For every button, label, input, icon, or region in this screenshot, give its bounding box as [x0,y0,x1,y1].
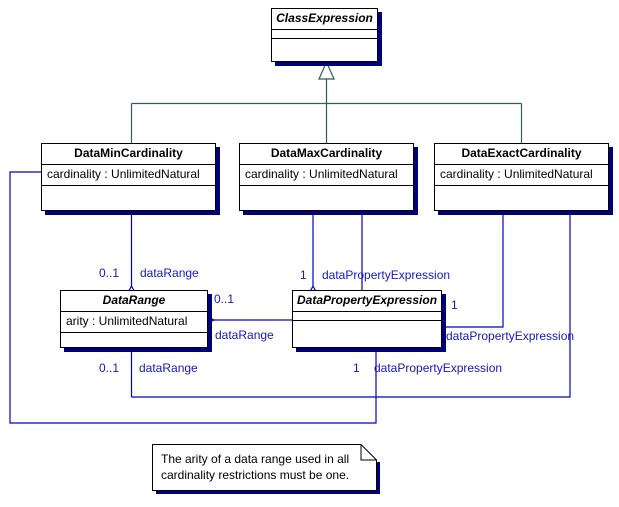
note-text-block: The arity of a data range used in all ca… [161,451,361,483]
class-box-data-exact-cardinality[interactable]: DataExactCardinality cardinality : Unlim… [434,143,609,211]
label-min-datarange-role: dataRange [140,266,199,280]
edge-min-datapropexpr [9,171,376,424]
edge-exact-datarange [376,211,571,398]
label-max-datapropexpr-role: dataPropertyExpression [322,268,451,282]
edge-exact-datapropexpr [444,211,504,327]
class-name-data-exact-cardinality: DataExactCardinality [435,144,608,165]
class-name-data-max-cardinality: DataMaxCardinality [240,144,413,165]
class-operations-class-expression [272,39,377,65]
class-attribute-cardinality-max: cardinality : UnlimitedNatural [240,165,413,186]
generalization-edges [130,60,523,143]
class-box-data-max-cardinality[interactable]: DataMaxCardinality cardinality : Unlimit… [239,143,414,211]
label-exact-datapropexpr-role: dataPropertyExpression [446,329,575,343]
label-max-datapropexpr-multiplicity: 1 [300,268,307,282]
label-min-datarange-multiplicity: 0..1 [99,266,120,280]
class-operations-data-max-cardinality [240,186,413,212]
class-attribute-cardinality-min: cardinality : UnlimitedNatural [42,165,215,186]
class-box-data-min-cardinality[interactable]: DataMinCardinality cardinality : Unlimit… [41,143,216,211]
class-box-class-expression[interactable]: ClassExpression [271,8,378,62]
label-exact-datarange-multiplicity: 0..1 [99,361,120,375]
class-box-data-range[interactable]: DataRange arity : UnlimitedNatural [60,290,208,348]
note-line-1: The arity of a data range used in all [161,452,350,466]
note-shape [152,444,380,494]
class-name-class-expression: ClassExpression [272,9,377,30]
label-exact-datapropexpr-multiplicity: 1 [451,298,458,312]
class-attribute-cardinality-exact: cardinality : UnlimitedNatural [435,165,608,186]
class-name-data-range: DataRange [61,291,207,312]
class-name-data-property-expression: DataPropertyExpression [293,291,441,312]
class-operations-data-property-expression [293,321,441,347]
label-min-datapropexpr-role: dataPropertyExpression [374,361,503,375]
class-attribute-arity: arity : UnlimitedNatural [61,312,207,333]
class-attributes-class-expression [272,30,377,39]
class-box-data-property-expression[interactable]: DataPropertyExpression [292,290,442,348]
class-operations-data-range [61,333,207,359]
note-line-2: cardinality restrictions must be one. [161,468,350,482]
note-arity-constraint[interactable]: The arity of a data range used in all ca… [152,444,381,495]
label-max-datarange-multiplicity: 0..1 [214,292,235,306]
class-name-data-min-cardinality: DataMinCardinality [42,144,215,165]
class-operations-data-exact-cardinality [435,186,608,212]
label-min-datapropexpr-multiplicity: 1 [353,361,360,375]
label-exact-datarange-role: dataRange [139,361,198,375]
class-operations-data-min-cardinality [42,186,215,212]
label-max-datarange-role: dataRange [215,328,274,342]
class-attributes-data-property-expression [293,312,441,321]
